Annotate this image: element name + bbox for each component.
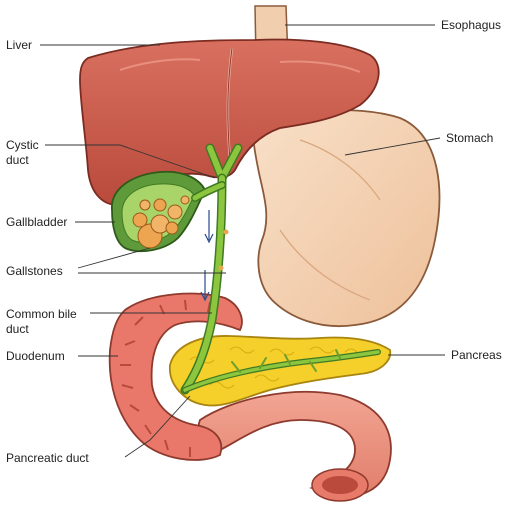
label-liver: Liver [6, 38, 33, 52]
label-gallstones: Gallstones [6, 264, 63, 278]
label-cystic-duct-line2: duct [6, 153, 29, 167]
label-stomach: Stomach [446, 131, 494, 145]
label-cystic-duct-line1: Cystic [6, 138, 39, 152]
stomach-organ [252, 109, 441, 327]
label-esophagus: Esophagus [441, 18, 502, 32]
gallstones-group [132, 195, 190, 249]
label-duodenum: Duodenum [6, 349, 65, 363]
label-pancreatic-duct: Pancreatic duct [6, 451, 89, 465]
label-common-bile-duct-line2: duct [6, 322, 29, 336]
leader-lines [40, 24, 445, 458]
label-pancreas: Pancreas [451, 348, 502, 362]
label-gallbladder: Gallbladder [6, 215, 68, 229]
bile-ducts [180, 143, 243, 395]
label-common-bile-duct-line1: Common bile [6, 307, 77, 321]
pancreatic-duct [182, 349, 381, 393]
pancreas-organ [169, 335, 392, 407]
liver-organ [79, 38, 380, 206]
bile-flow-arrows [200, 210, 214, 302]
duodenum-organ [108, 292, 243, 461]
